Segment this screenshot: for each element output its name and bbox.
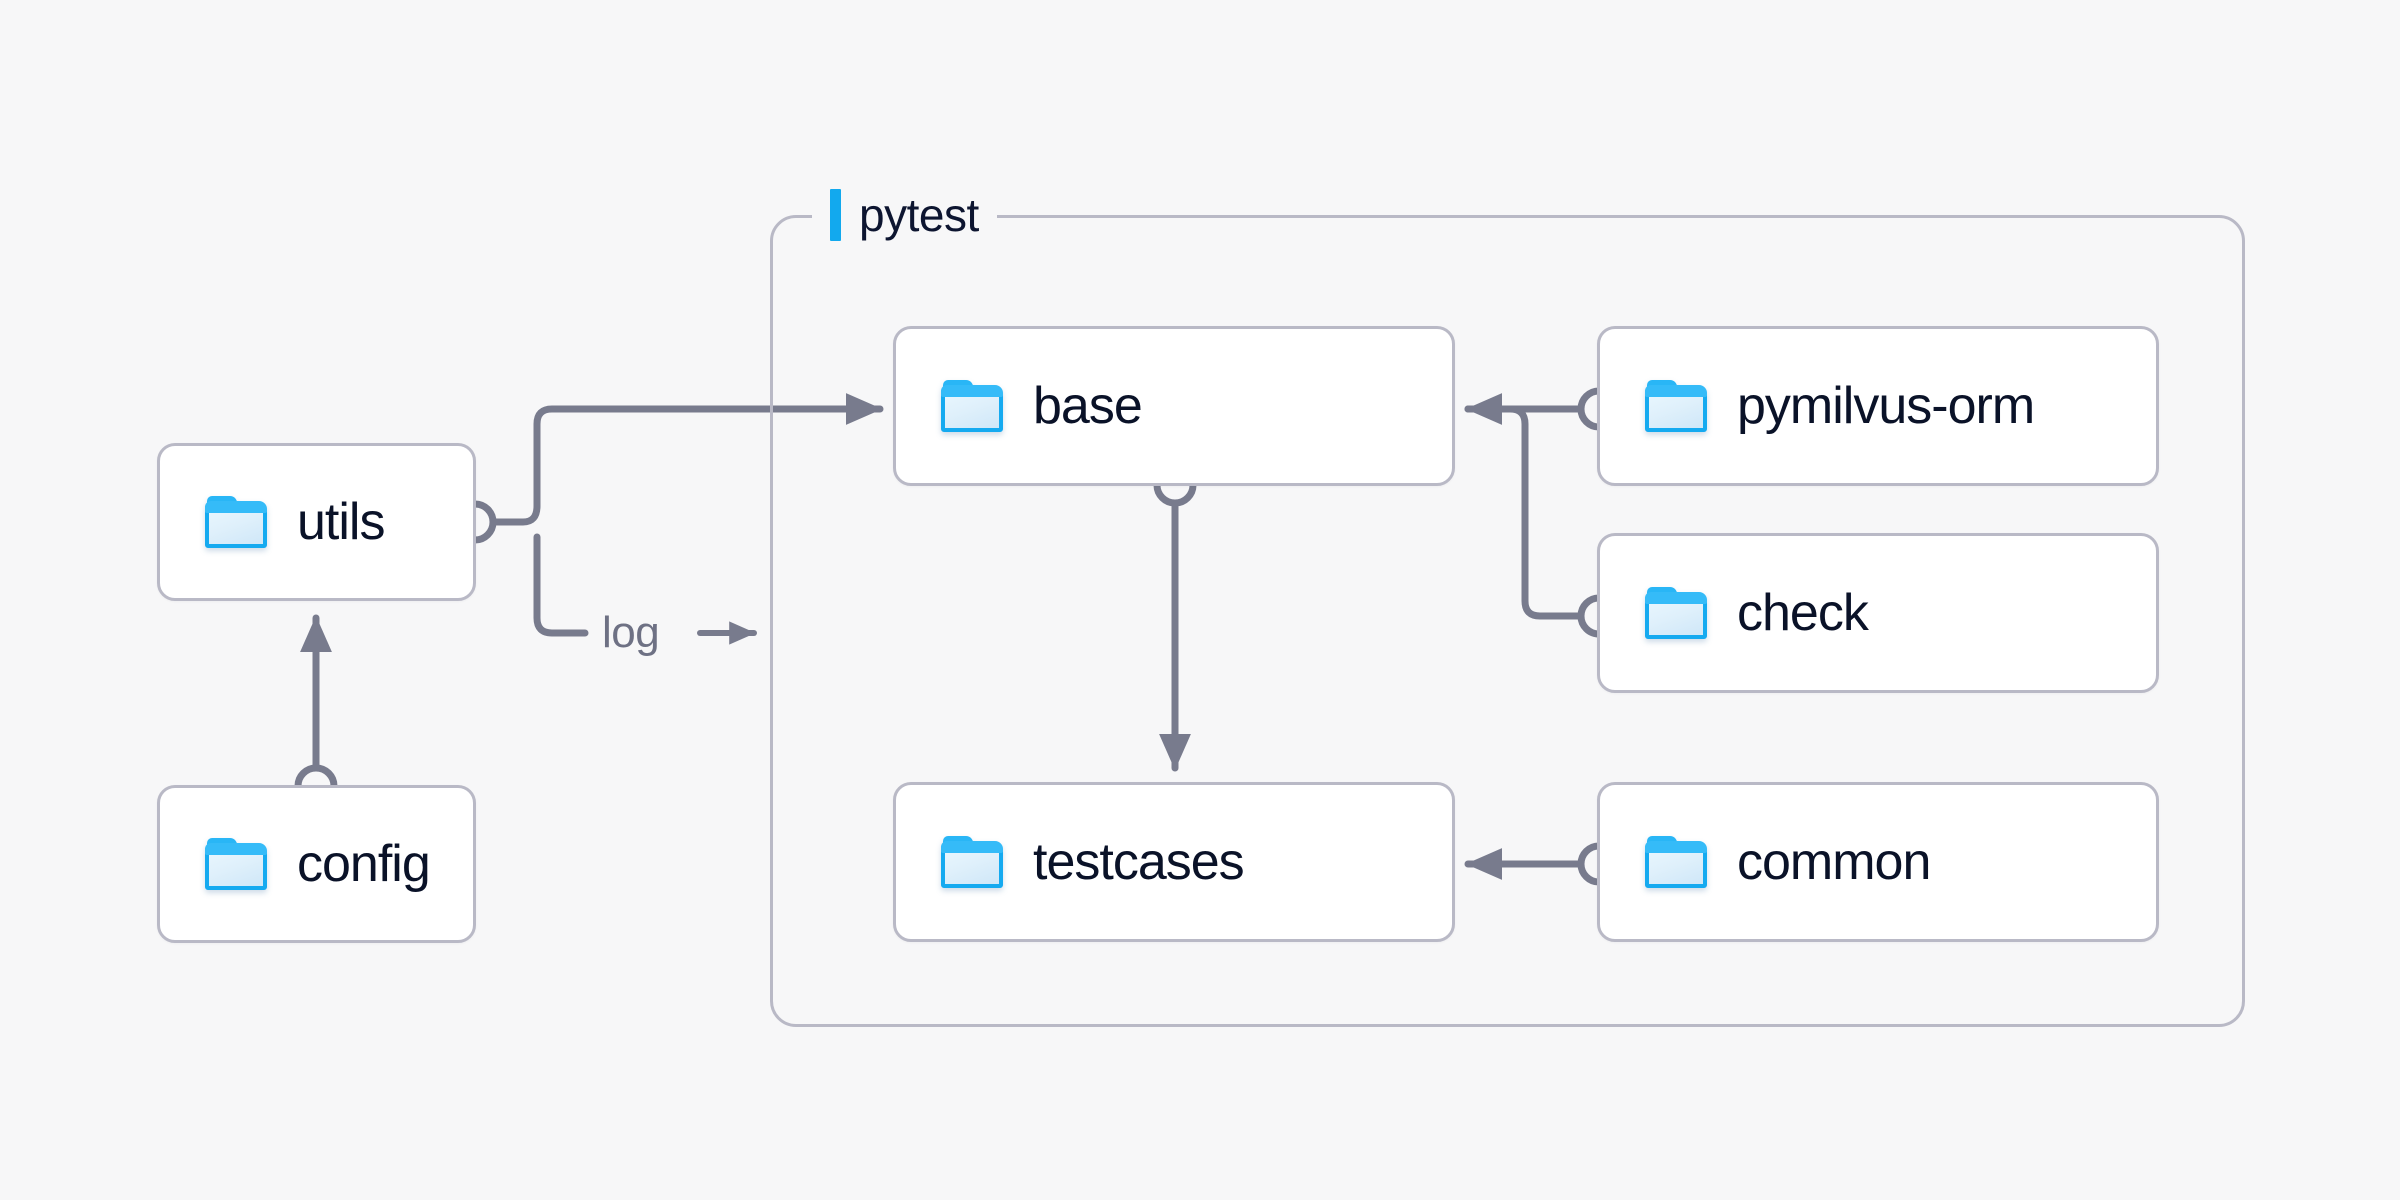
node-base-label: base — [1033, 377, 1143, 435]
node-config[interactable]: config — [157, 785, 476, 943]
folder-icon — [1645, 836, 1707, 888]
node-common[interactable]: common — [1597, 782, 2159, 942]
node-utils[interactable]: utils — [157, 443, 476, 601]
node-utils-label: utils — [297, 493, 385, 551]
node-check[interactable]: check — [1597, 533, 2159, 693]
folder-icon — [1645, 380, 1707, 432]
node-pymilvus-orm[interactable]: pymilvus-orm — [1597, 326, 2159, 486]
node-pymilvus-orm-label: pymilvus-orm — [1737, 377, 2035, 435]
edge-label-log: log — [602, 608, 660, 657]
node-testcases-label: testcases — [1033, 833, 1245, 891]
node-check-label: check — [1737, 584, 1869, 642]
group-accent-bar — [830, 189, 841, 241]
folder-icon — [1645, 587, 1707, 639]
group-pytest[interactable] — [770, 215, 2245, 1027]
node-testcases[interactable]: testcases — [893, 782, 1455, 942]
node-common-label: common — [1737, 833, 1931, 891]
group-pytest-label: pytest — [812, 187, 997, 243]
group-title: pytest — [859, 189, 979, 241]
folder-icon — [941, 380, 1003, 432]
edge-utils-to-log — [533, 533, 589, 637]
node-config-label: config — [297, 835, 431, 893]
node-base[interactable]: base — [893, 326, 1455, 486]
folder-icon — [941, 836, 1003, 888]
folder-icon — [205, 838, 267, 890]
folder-icon — [205, 496, 267, 548]
